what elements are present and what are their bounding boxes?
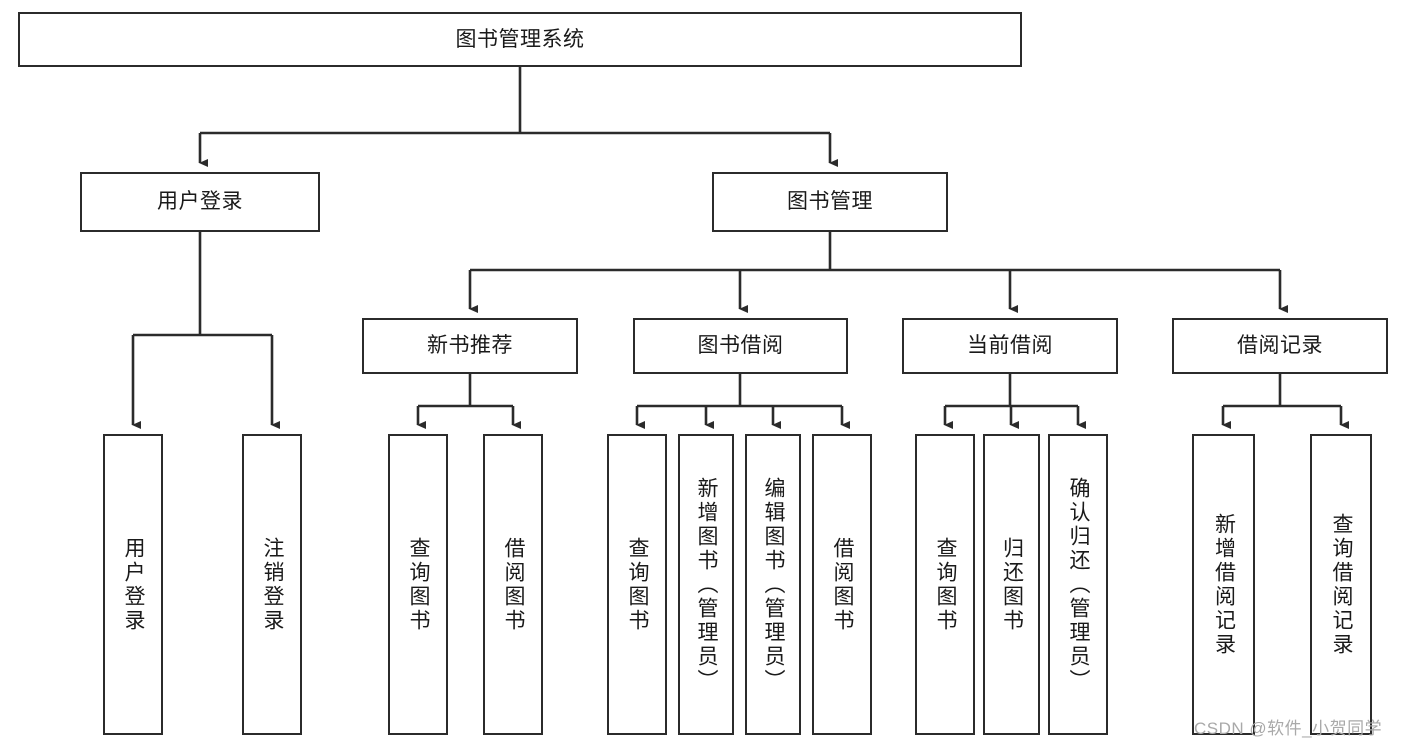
node-leaf-box: 查询借阅记录 bbox=[1310, 434, 1372, 735]
node-leaf-box: 归还图书 bbox=[983, 434, 1040, 735]
node-leaf-box-label: 注销登录 bbox=[261, 536, 285, 633]
node-leaf-box-label: 查询图书 bbox=[934, 536, 958, 633]
node-leaf-box-label: 借阅图书 bbox=[502, 536, 526, 633]
node-leaf-box-label: 新增图书（管理员） bbox=[695, 476, 719, 693]
node-leaf-box: 确认归还（管理员） bbox=[1048, 434, 1108, 735]
node-leaf-box-label: 编辑图书（管理员） bbox=[762, 476, 786, 693]
node-leaf-box: 注销登录 bbox=[242, 434, 302, 735]
node-level3-box: 图书借阅 bbox=[633, 318, 848, 374]
node-leaf-box-label: 借阅图书 bbox=[831, 536, 855, 633]
node-level3-box: 当前借阅 bbox=[902, 318, 1118, 374]
node-leaf-box-label: 用户登录 bbox=[122, 536, 146, 633]
watermark-label: CSDN @软件_小贺同学 bbox=[1194, 719, 1383, 738]
node-leaf-box: 查询图书 bbox=[915, 434, 975, 735]
node-leaf-box: 查询图书 bbox=[388, 434, 448, 735]
node-leaf-box-label: 查询图书 bbox=[407, 536, 431, 633]
node-leaf-box-label: 新增借阅记录 bbox=[1212, 512, 1236, 657]
node-level2-box: 图书管理 bbox=[712, 172, 948, 232]
node-leaf-box: 借阅图书 bbox=[812, 434, 872, 735]
node-leaf-box: 查询图书 bbox=[607, 434, 667, 735]
node-level3-box: 借阅记录 bbox=[1172, 318, 1388, 374]
node-leaf-box-label: 归还图书 bbox=[1000, 536, 1024, 633]
node-leaf-box-label: 确认归还（管理员） bbox=[1067, 476, 1091, 693]
node-level3-box-label: 图书借阅 bbox=[697, 334, 784, 358]
node-root-box-label: 图书管理系统 bbox=[455, 27, 585, 51]
node-level2-box-label: 图书管理 bbox=[787, 190, 873, 214]
node-leaf-box: 借阅图书 bbox=[483, 434, 543, 735]
node-leaf-box-label: 查询图书 bbox=[626, 536, 650, 633]
node-leaf-box: 编辑图书（管理员） bbox=[745, 434, 801, 735]
node-level2-box: 用户登录 bbox=[80, 172, 320, 232]
node-level3-box-label: 借阅记录 bbox=[1237, 334, 1323, 358]
node-leaf-box: 新增借阅记录 bbox=[1192, 434, 1255, 735]
node-level2-box-label: 用户登录 bbox=[157, 190, 243, 214]
node-level3-box-label: 新书推荐 bbox=[427, 334, 513, 358]
node-leaf-box-label: 查询借阅记录 bbox=[1330, 512, 1354, 657]
node-leaf-box: 新增图书（管理员） bbox=[678, 434, 734, 735]
node-leaf-box: 用户登录 bbox=[103, 434, 163, 735]
node-root-box: 图书管理系统 bbox=[18, 12, 1022, 67]
node-level3-box-label: 当前借阅 bbox=[967, 334, 1053, 358]
node-level3-box: 新书推荐 bbox=[362, 318, 578, 374]
